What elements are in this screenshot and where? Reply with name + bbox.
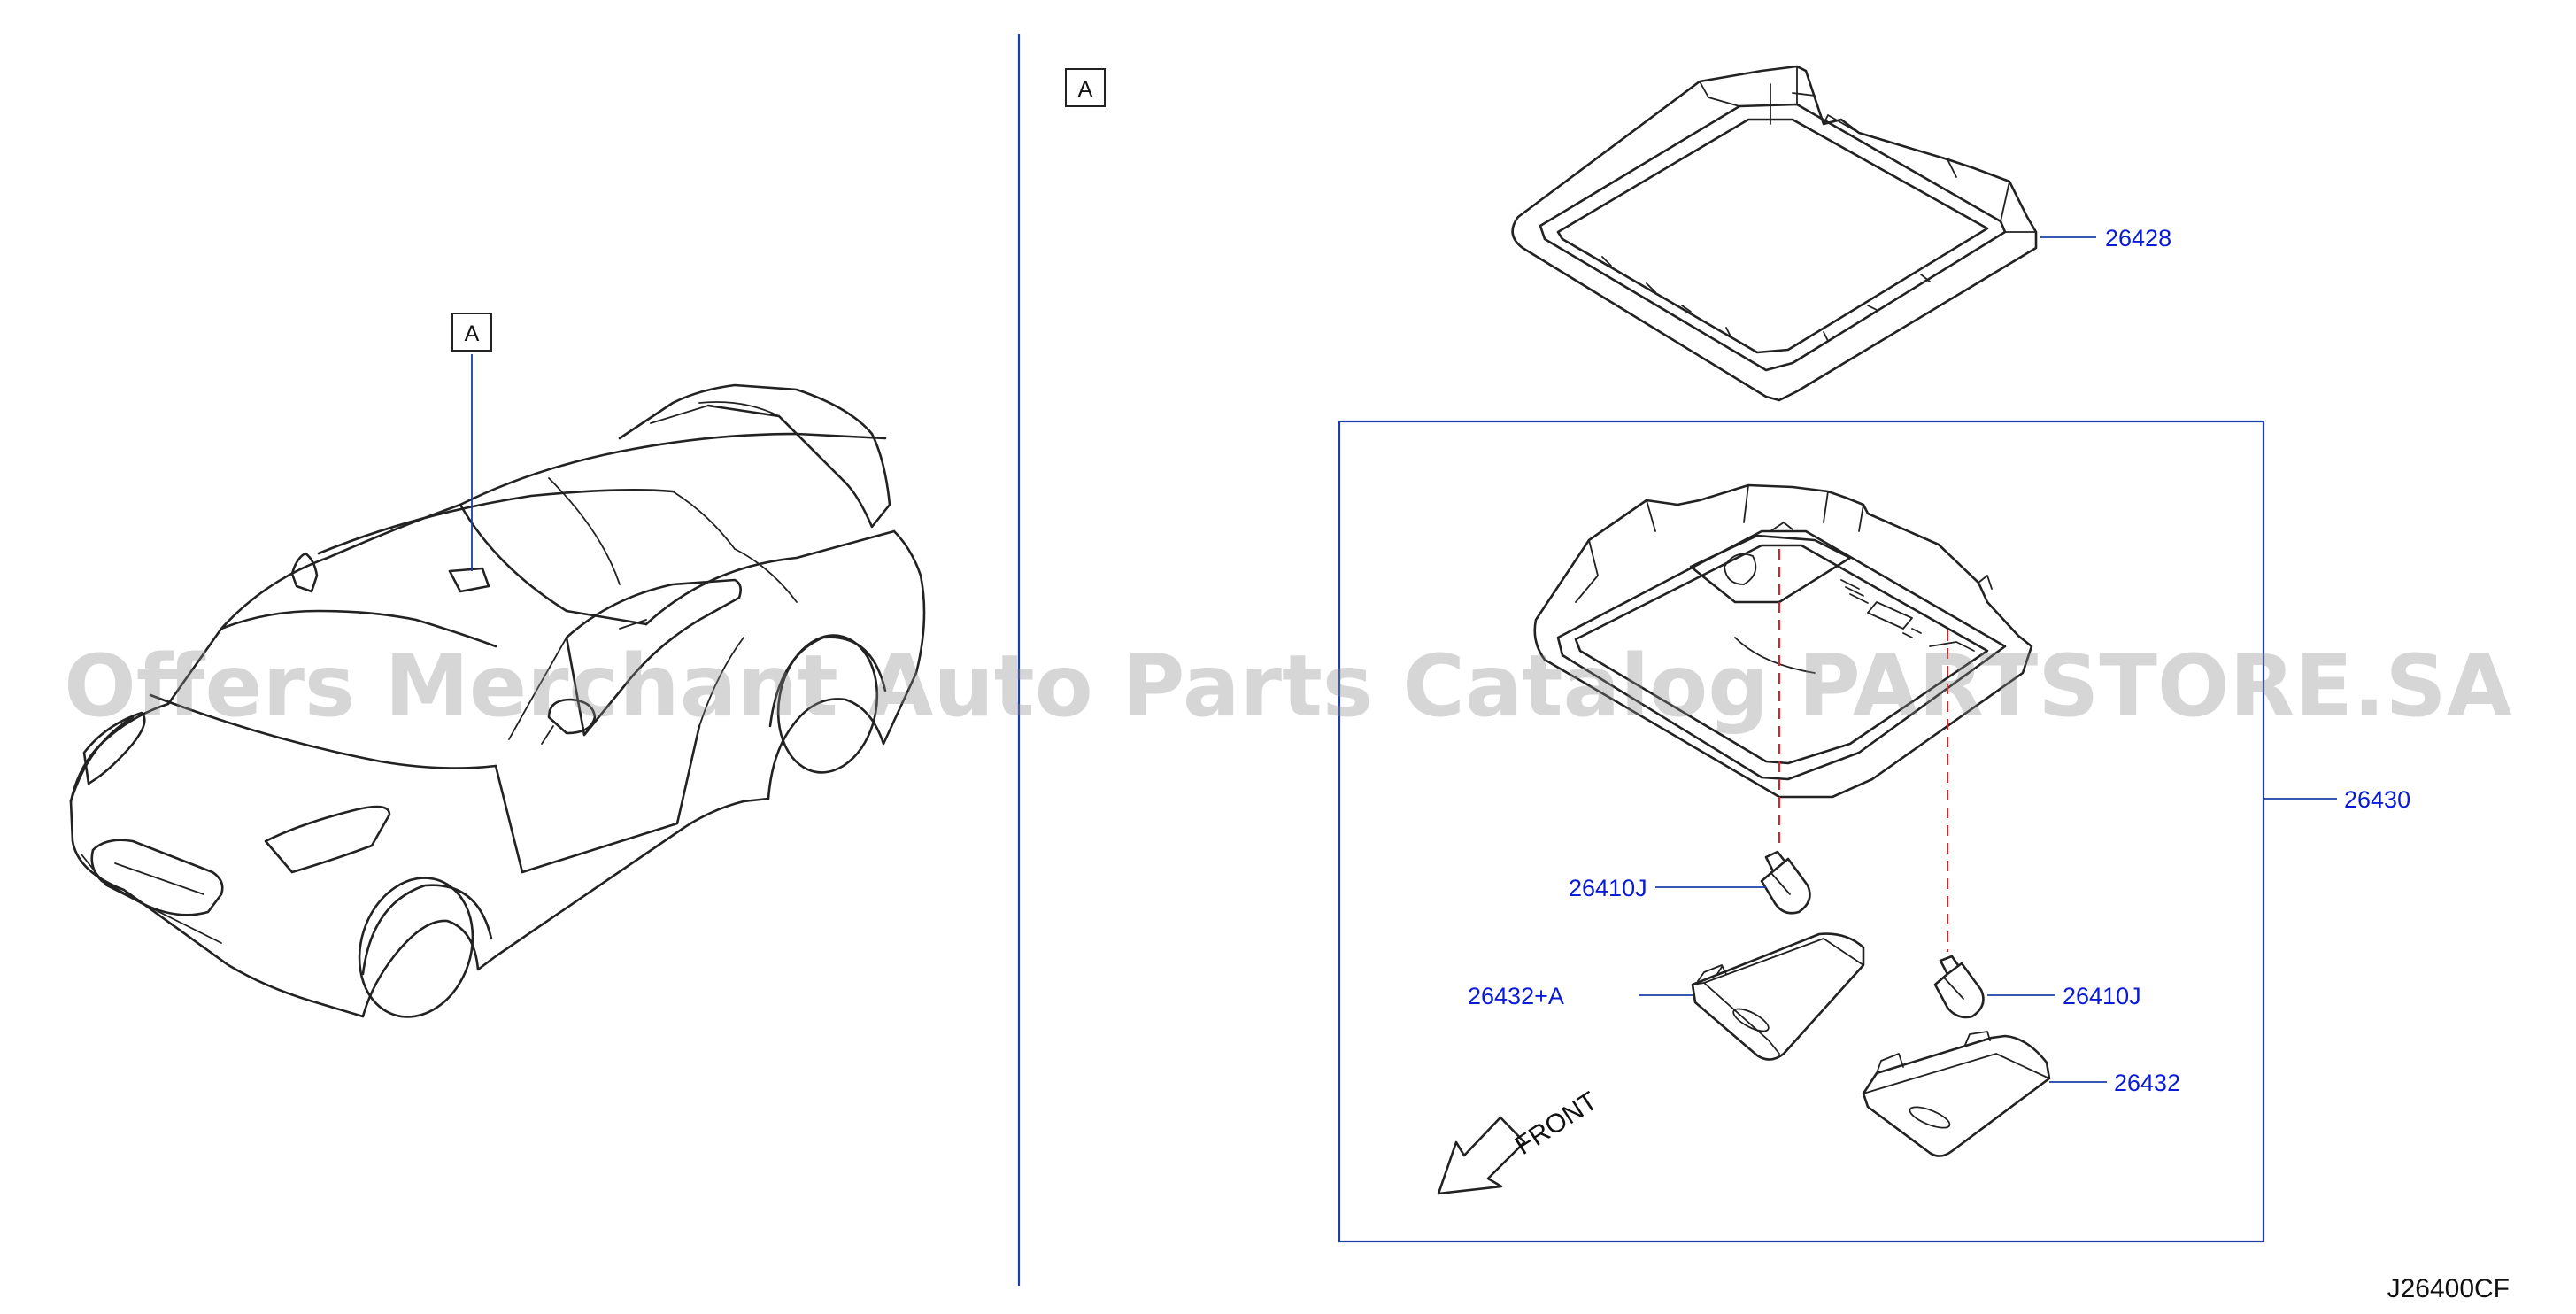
- callout-lamp-assembly: 26430: [2344, 786, 2410, 813]
- front-direction-arrow: [1437, 1116, 1526, 1195]
- callout-bulb-lower: 26410J: [2063, 983, 2141, 1009]
- view-a-reference-box-left: A: [451, 313, 492, 352]
- drawing-code: J26400CF: [2387, 1274, 2510, 1303]
- front-label: FRONT: [1510, 1086, 1603, 1161]
- watermark: Offers Merchant Auto Parts Catalog PARTS…: [64, 637, 2512, 736]
- part-bulb-upper: [1760, 850, 1811, 915]
- lamp-assembly-frame: [1338, 420, 2265, 1243]
- view-a-reference-box-right: A: [1065, 68, 1106, 107]
- vehicle-illustration: [69, 383, 926, 1018]
- map-lamp-location-marker: [448, 567, 490, 593]
- callout-lens-left: 26432+A: [1468, 983, 1564, 1009]
- callout-finisher: 26428: [2105, 225, 2171, 251]
- part-bulb-lower: [1933, 955, 1985, 1019]
- part-map-lamp-housing: [1533, 483, 2033, 799]
- part-lens-right: [1862, 1031, 2051, 1157]
- callout-lens-right: 26432: [2114, 1070, 2180, 1096]
- view-label-right: A: [1078, 77, 1093, 102]
- callout-bulb-upper: 26410J: [1569, 875, 1647, 901]
- view-label-left: A: [465, 321, 480, 346]
- part-finisher: [1511, 65, 2038, 402]
- part-lens-left: [1691, 932, 1865, 1061]
